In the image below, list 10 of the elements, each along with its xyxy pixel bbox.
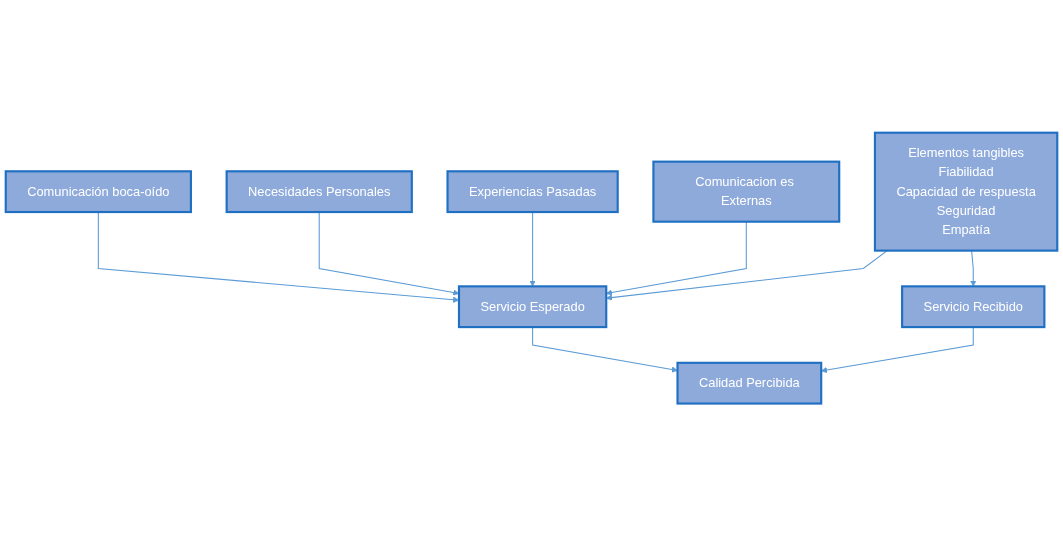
node-box: Necesidades Personales: [225, 170, 413, 213]
arrow: [529, 211, 536, 287]
node-box: Comunicacion es Externas: [652, 160, 841, 223]
node-box: Experiencias Pasadas: [446, 170, 619, 213]
node-box: Servicio Esperado: [457, 285, 608, 328]
node-box: Servicio Recibido: [901, 285, 1046, 328]
node-box: Elementos tangibles Fiabilidad Capacidad de respuesta Seguridad Empatía: [873, 131, 1059, 252]
node-box: Comunicación boca-oído: [4, 170, 192, 213]
arrow: [532, 326, 678, 373]
node-box: Calidad Percibida: [676, 361, 823, 405]
